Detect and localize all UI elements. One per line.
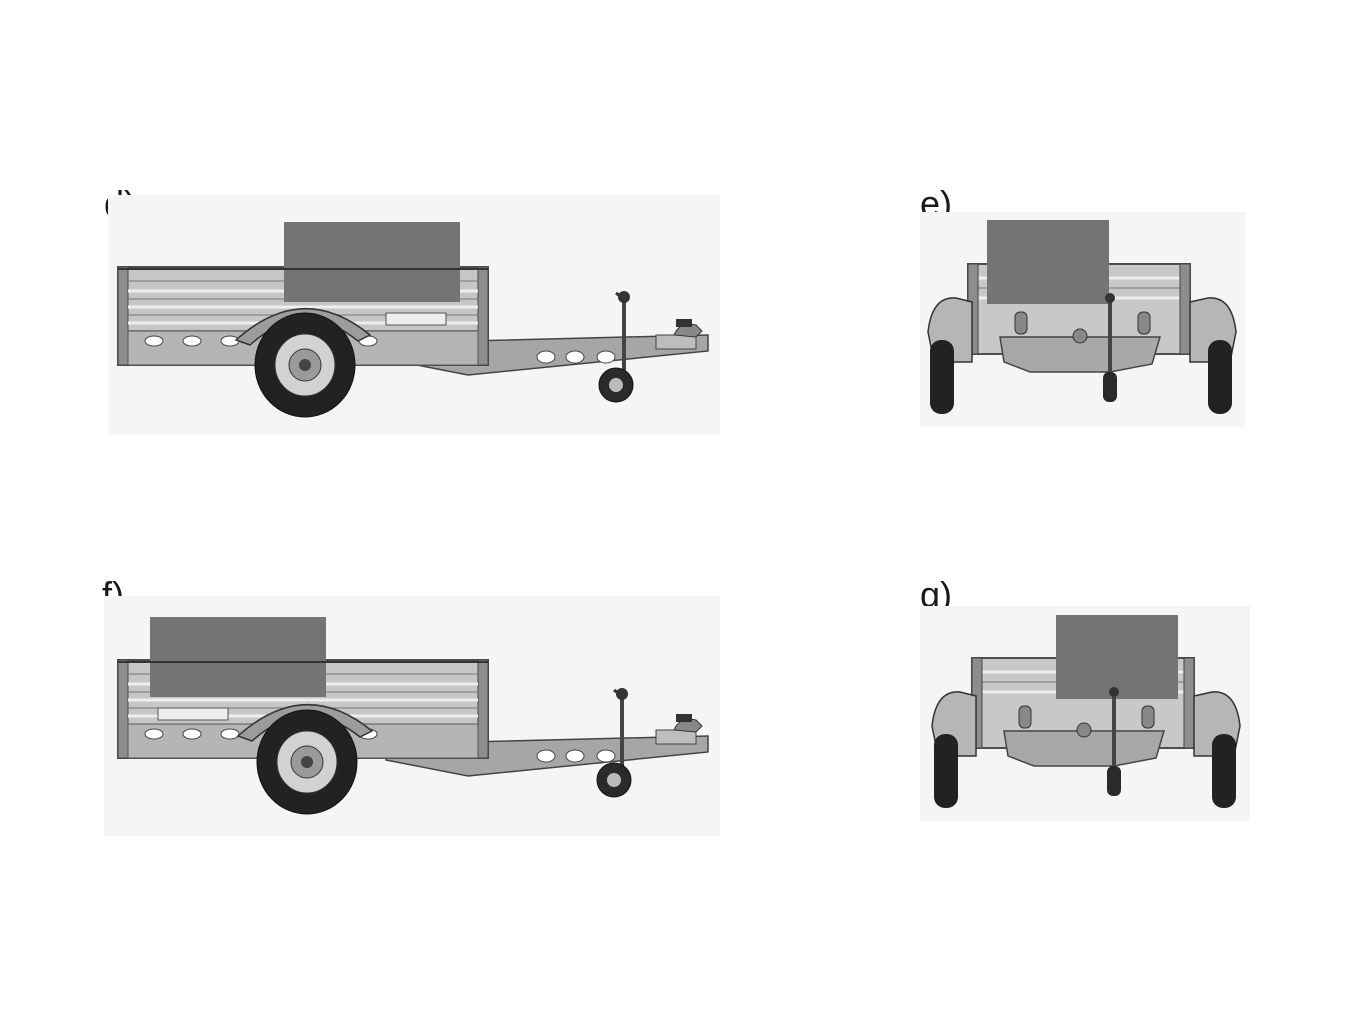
load-box: [150, 617, 326, 697]
hitch-coupling: [655, 319, 703, 350]
left-wheel: [934, 734, 958, 808]
hitch-coupling: [655, 714, 703, 745]
trailer-side-view-d: [108, 195, 720, 435]
load-box: [284, 222, 460, 302]
right-wheel: [1208, 340, 1232, 414]
trailer-side-drawing: [108, 195, 720, 435]
jockey-wheel: [596, 688, 632, 798]
trailer-side-view-f: [104, 596, 720, 836]
trailer-front-view-e: [920, 212, 1245, 427]
load-box: [1056, 615, 1178, 699]
wheel-assembly: [236, 703, 374, 815]
jockey-wheel: [598, 291, 634, 403]
wheel-assembly: [234, 307, 372, 418]
load-box: [987, 220, 1109, 304]
trailer-front-drawing: [920, 606, 1250, 821]
trailer-front-view-g: [920, 606, 1250, 821]
left-wheel: [930, 340, 954, 414]
right-wheel: [1212, 734, 1236, 808]
trailer-side-drawing: [104, 596, 720, 836]
trailer-front-drawing: [920, 212, 1245, 427]
